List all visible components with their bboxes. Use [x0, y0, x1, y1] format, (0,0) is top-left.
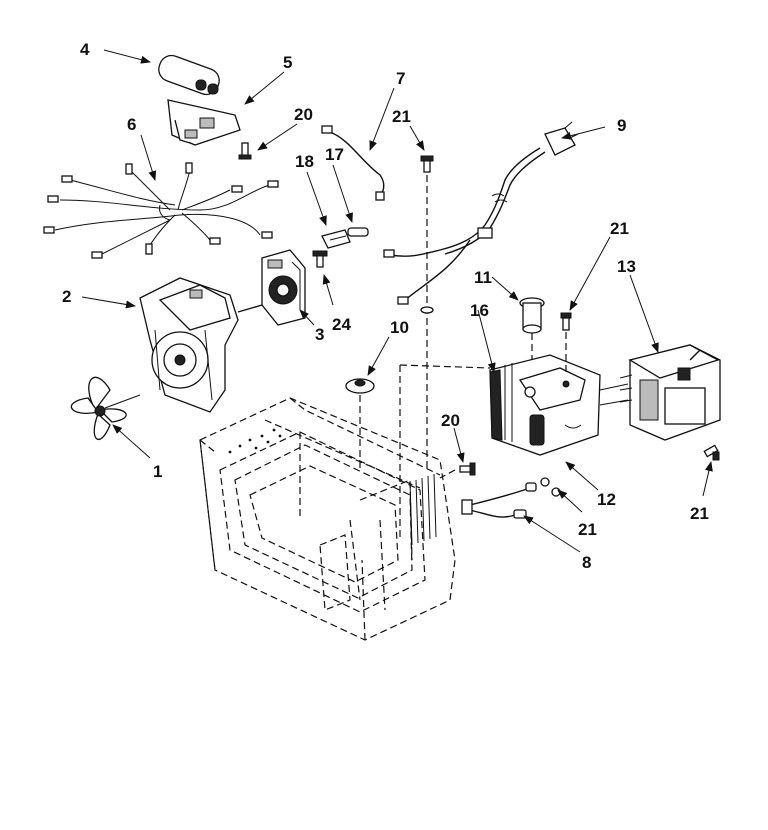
callout-21-magnetron: 21 — [690, 504, 709, 523]
callout-2: 2 — [62, 287, 71, 306]
part-screw-upper — [238, 142, 252, 160]
part-fuse-holder — [321, 229, 351, 249]
part-interlock-switch — [461, 477, 561, 519]
callout-18: 18 — [295, 152, 314, 171]
part-power-cord — [383, 121, 579, 305]
part-screw-top — [420, 155, 434, 173]
part-wire-harness — [43, 162, 279, 259]
part-wire — [321, 125, 385, 201]
callout-6: 6 — [127, 115, 136, 134]
washer — [420, 306, 434, 314]
part-screw-24 — [312, 250, 328, 268]
callout-8: 8 — [582, 553, 591, 572]
callout-21-switch: 21 — [578, 520, 597, 539]
part-screw-waveguide — [560, 312, 572, 375]
callout-17: 17 — [325, 145, 344, 164]
part-waveguide — [399, 354, 601, 540]
part-fan-motor — [261, 249, 306, 326]
part-stirrer-cover — [345, 378, 375, 470]
callout-9: 9 — [617, 116, 626, 135]
callout-1: 1 — [153, 462, 162, 481]
callout-3: 3 — [315, 325, 324, 344]
callout-12: 12 — [597, 490, 616, 509]
part-screw-magnetron — [703, 444, 720, 461]
part-capacitor-bracket — [167, 99, 241, 146]
part-capacitor — [158, 54, 220, 96]
callout-4: 4 — [80, 40, 90, 59]
part-magnetron — [599, 344, 721, 441]
part-fuse — [347, 227, 369, 237]
callout-7: 7 — [396, 69, 405, 88]
callout-labels: 4 5 20 6 7 21 9 18 17 2 24 3 10 11 16 21… — [62, 40, 709, 572]
callout-11: 11 — [474, 268, 492, 287]
callout-24: 24 — [332, 315, 351, 334]
part-fan-blade — [70, 376, 141, 440]
callout-10: 10 — [390, 318, 409, 337]
callout-21-waveguide: 21 — [610, 219, 629, 238]
callout-5: 5 — [283, 53, 292, 72]
part-fan-bracket — [139, 277, 263, 413]
leader-arrows — [81, 49, 713, 553]
callout-21-top: 21 — [392, 107, 411, 126]
callout-20-upper: 20 — [294, 105, 313, 124]
callout-16: 16 — [470, 301, 489, 320]
callout-20-lower: 20 — [441, 411, 460, 430]
microwave-cabinet — [199, 397, 456, 641]
part-screw-lower — [439, 462, 476, 479]
callout-13: 13 — [617, 257, 636, 276]
part-thermal-cutout — [519, 297, 545, 380]
